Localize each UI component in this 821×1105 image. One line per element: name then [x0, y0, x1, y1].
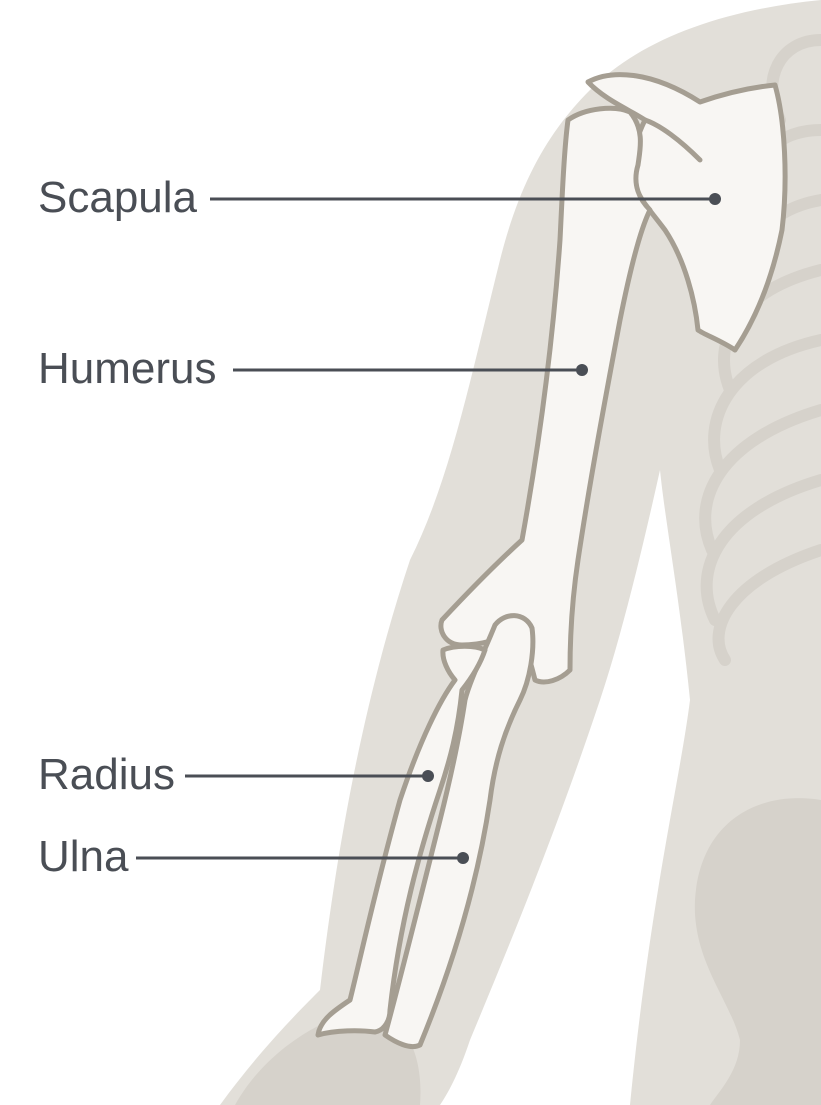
- ulna-dot: [457, 852, 469, 864]
- label-scapula: Scapula: [38, 173, 198, 222]
- pelvis-ghost: [694, 798, 821, 1105]
- humerus-bone: [438, 105, 653, 685]
- hand-ghost: [235, 1025, 421, 1105]
- ulna-bone: [382, 613, 536, 1050]
- radius-bone: [315, 643, 488, 1038]
- radius-dot: [422, 770, 434, 782]
- label-ulna: Ulna: [38, 832, 129, 881]
- humerus-dot: [576, 364, 588, 376]
- label-humerus: Humerus: [38, 344, 217, 393]
- label-radius: Radius: [38, 750, 175, 799]
- scapula-spine: [642, 117, 703, 163]
- leader-dots: [422, 193, 721, 864]
- leader-lines: [136, 197, 715, 860]
- scapula-dot: [709, 193, 721, 205]
